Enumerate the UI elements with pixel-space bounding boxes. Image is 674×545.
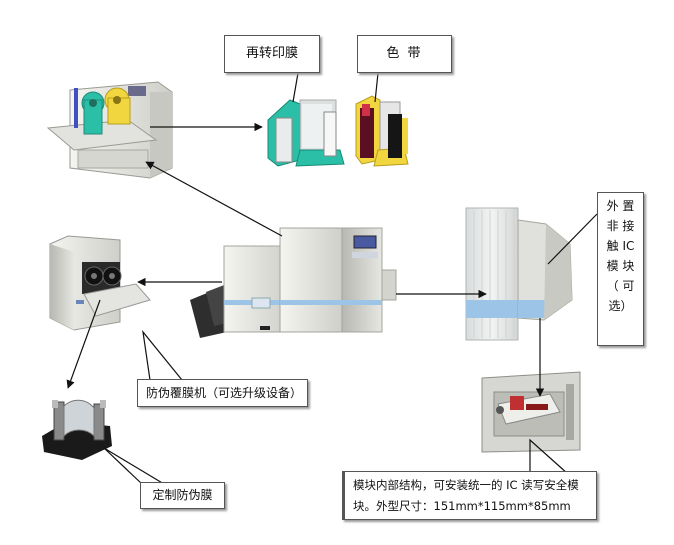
pointer-laminator <box>142 329 183 381</box>
retransfer-film-label: 再转印膜 <box>245 46 298 61</box>
laminator-label: 防伪覆膜机（可选升级设备） <box>146 386 303 400</box>
module-description-callout: 模块内部结构，可安装统一的 IC 读写安全模 块。外型尺寸：151mm*115m… <box>342 471 597 520</box>
arrow-laminator-to-film <box>66 299 101 389</box>
ribbon-callout: 色 带 <box>357 35 452 73</box>
custom-film-callout: 定制防伪膜 <box>140 482 225 509</box>
module-description-line: 模块内部结构，可安装统一的 IC 读写安全模 <box>353 478 579 492</box>
custom-film-cassette-image <box>42 399 112 460</box>
card-printer-system-image <box>190 227 397 338</box>
laminator-image <box>49 235 151 331</box>
ic-module-label-line: （ 可 <box>606 279 635 293</box>
pointer-ribbon <box>374 72 379 103</box>
ic-module-label-line: 模 块 <box>606 259 635 273</box>
open-printer-image <box>46 81 173 179</box>
ic-module-closeup-image <box>465 207 573 341</box>
pointer-custom-film <box>103 447 165 485</box>
ribbon-label: 色 带 <box>386 46 423 61</box>
retransfer-film-callout: 再转印膜 <box>224 35 320 73</box>
connector-lines <box>66 72 598 485</box>
pointer-module-structure <box>529 438 569 475</box>
pointer-ic-module <box>547 213 598 265</box>
ic-module-callout: 外 置 非 接 触 IC 模 块 （ 可 选） <box>597 192 644 346</box>
arrow-system-to-open-printer <box>145 161 283 237</box>
module-description-line: 块。外型尺寸：151mm*115mm*85mm <box>353 499 571 513</box>
laminator-callout: 防伪覆膜机（可选升级设备） <box>137 379 308 407</box>
ic-module-label-line: 非 接 <box>606 219 635 233</box>
pointer-retransfer-film <box>292 72 299 103</box>
module-internal-structure-image <box>481 371 581 453</box>
ic-module-label-line: 外 置 <box>606 199 635 213</box>
color-ribbon-cassette-image <box>355 95 409 167</box>
retransfer-film-cassette-image <box>267 99 345 167</box>
ic-module-label-line: 触 IC <box>606 239 635 253</box>
custom-film-label: 定制防伪膜 <box>152 488 213 502</box>
ic-module-label-line: 选） <box>608 299 633 313</box>
